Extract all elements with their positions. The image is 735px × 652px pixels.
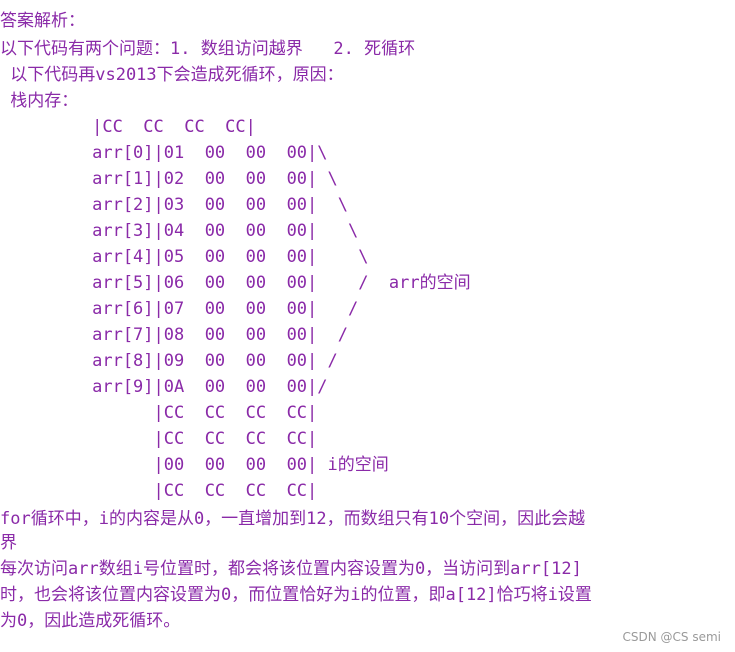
memory-row: arr[2]|03 00 00 00| \ — [0, 195, 348, 215]
stack-label: 栈内存： — [0, 91, 79, 111]
memory-row: arr[8]|09 00 00 00| / — [0, 351, 338, 371]
problems-line: 以下代码有两个问题：1. 数组访问越界 2. 死循环 — [0, 39, 416, 59]
memory-row: arr[9]|0A 00 00 00|/ — [0, 377, 328, 397]
explanation-line: 每次访问arr数组i号位置时，都会将该位置内容设置为0，当访问到arr[12] — [0, 559, 582, 579]
memory-row: |CC CC CC CC| — [0, 429, 318, 449]
memory-row: |CC CC CC CC| — [0, 403, 318, 423]
memory-row: |CC CC CC CC| — [0, 481, 318, 501]
heading: 答案解析： — [0, 11, 85, 31]
explanation-line: 时，也会将该位置内容设置为0，而位置恰好为i的位置，即a[12]恰巧将i设置 — [0, 585, 592, 605]
memory-row: arr[1]|02 00 00 00| \ — [0, 169, 338, 189]
explanation-line: 界 — [0, 533, 17, 553]
memory-row: arr[3]|04 00 00 00| \ — [0, 221, 359, 241]
memory-row: arr[0]|01 00 00 00|\ — [0, 143, 328, 163]
memory-row: arr[7]|08 00 00 00| / — [0, 325, 348, 345]
explanation-line: 为0，因此造成死循环。 — [0, 611, 181, 631]
memory-row: arr[6]|07 00 00 00| / — [0, 299, 359, 319]
memory-row: arr[4]|05 00 00 00| \ — [0, 247, 369, 267]
memory-row: arr[5]|06 00 00 00| / arr的空间 — [0, 273, 471, 293]
memory-row: |CC CC CC CC| — [0, 117, 256, 137]
memory-row: |00 00 00 00| i的空间 — [0, 455, 389, 475]
watermark: CSDN @CS semi — [622, 630, 722, 644]
explanation-line: for循环中，i的内容是从0，一直增加到12，而数组只有10个空间，因此会越 — [0, 509, 586, 529]
cause-line: 以下代码再vs2013下会造成死循环，原因： — [0, 65, 344, 85]
